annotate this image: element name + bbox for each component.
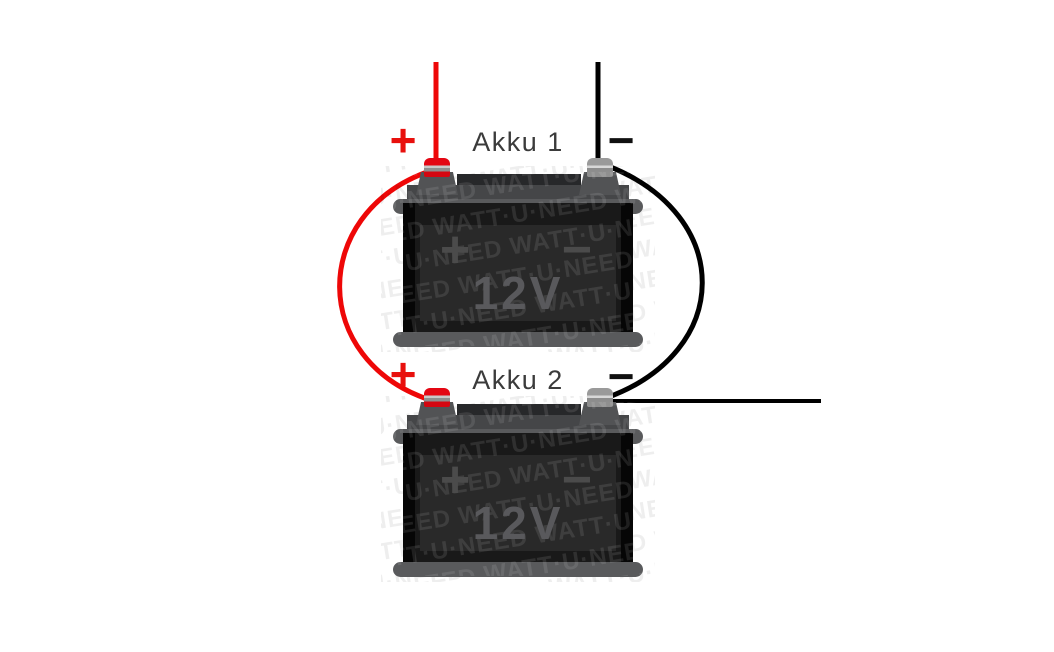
- terminal-cap: [424, 388, 450, 407]
- battery-body: [403, 203, 633, 340]
- battery-1-voltage-text: 12V: [472, 267, 564, 319]
- battery-2-voltage-text: 12V: [472, 497, 564, 549]
- battery-1-plus-terminal-label: +: [389, 114, 417, 166]
- battery-1-negative-terminal: [579, 158, 621, 196]
- battery-2-body-plus-sign: +: [439, 451, 471, 509]
- battery-bottom-strap: [393, 332, 643, 347]
- battery-bottom-strap: [393, 562, 643, 577]
- terminal-cap: [587, 158, 613, 177]
- battery-1-body-minus-sign: −: [561, 221, 593, 279]
- terminal-cap: [587, 388, 613, 407]
- terminal-cap: [424, 158, 450, 177]
- battery-top-edge: [457, 174, 581, 187]
- battery-1-positive-terminal: [416, 158, 458, 196]
- negative-parallel-jumper-wire: [603, 163, 705, 401]
- battery-label-panel: [420, 455, 616, 551]
- battery-2-body-minus-sign: −: [561, 451, 593, 509]
- battery-1-body-plus-sign: +: [439, 221, 471, 279]
- terminal-base: [416, 172, 458, 195]
- battery-2-positive-terminal: [416, 388, 458, 426]
- battery-2-negative-terminal: [579, 388, 621, 426]
- battery-2-plus-terminal-label: +: [389, 348, 417, 400]
- battery-label-panel: [420, 225, 616, 321]
- battery-body: [403, 433, 633, 570]
- terminal-base: [579, 402, 621, 425]
- terminal-base: [579, 172, 621, 195]
- battery-2-group: + Akku 2 − WATT·U·NEED WATT·U·NEED WATT·…: [381, 351, 655, 582]
- battery-2-title: Akku 2: [472, 365, 564, 395]
- positive-parallel-jumper-wire: [337, 169, 433, 403]
- terminal-base: [416, 402, 458, 425]
- battery-1-group: + Akku 1 − WATT·U·NEED WATT·U·NEED WATT·…: [381, 117, 655, 352]
- battery-2-minus-terminal-label: −: [607, 350, 635, 402]
- battery-1-title: Akku 1: [472, 127, 564, 157]
- battery-1-minus-terminal-label: −: [607, 114, 635, 166]
- battery-top-edge: [457, 404, 581, 417]
